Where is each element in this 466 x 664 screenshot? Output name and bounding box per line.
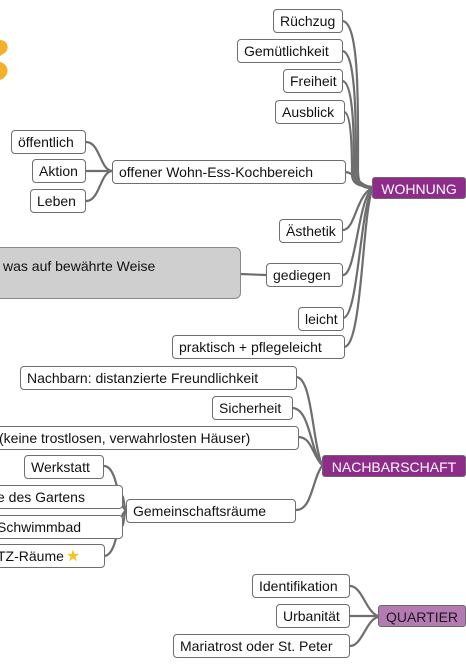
node-tz-raeume[interactable]: TZ-Räume★ (0, 544, 105, 568)
hub-nachbarschaft[interactable]: NACHBARSCHAFT (322, 455, 466, 477)
note-gediegen[interactable]: was auf bewährte Weise (0, 247, 241, 299)
node-identifikation[interactable]: Identifikation (252, 574, 350, 598)
node-werkstatt[interactable]: Werkstatt (24, 455, 104, 479)
node-rueckzug[interactable]: Rüchzug (273, 9, 343, 33)
node-gartens[interactable]: e des Gartens (0, 485, 123, 509)
node-aktion[interactable]: Aktion (32, 159, 86, 183)
node-tz-raeume-label: TZ-Räume (0, 548, 64, 564)
node-sicherheit[interactable]: Sicherheit (212, 396, 293, 420)
node-urbanitaet[interactable]: Urbanität (276, 604, 350, 628)
node-leicht[interactable]: leicht (298, 307, 344, 331)
hub-quartier[interactable]: QUARTIER (378, 605, 466, 627)
node-freiheit[interactable]: Freiheit (283, 69, 343, 93)
node-schwimmbad[interactable]: Schwimmbad (0, 515, 123, 539)
node-gemeinschaftsraeume[interactable]: Gemeinschaftsräume (126, 499, 296, 523)
node-nachbarn[interactable]: Nachbarn: distanzierte Freundlichkeit (20, 366, 297, 390)
star-icon: ★ (65, 548, 81, 565)
node-leben[interactable]: Leben (30, 189, 86, 213)
hub-wohnung[interactable]: WOHNUNG (372, 177, 466, 199)
node-praktisch[interactable]: praktisch + pflegeleicht (172, 335, 345, 359)
node-aesthetik[interactable]: Ästhetik (279, 219, 343, 243)
node-mariatrost[interactable]: Mariatrost oder St. Peter (173, 634, 350, 658)
node-oeffentlich[interactable]: öffentlich (11, 130, 86, 154)
node-gediegen[interactable]: gediegen (266, 263, 343, 287)
bulb-icon (0, 40, 8, 80)
node-haeuser[interactable]: (keine trostlosen, verwahrlosten Häuser) (0, 426, 299, 450)
node-ausblick[interactable]: Ausblick (275, 100, 345, 124)
node-gemuetlichkeit[interactable]: Gemütlichkeit (237, 39, 343, 63)
node-wohnbereich[interactable]: offener Wohn-Ess-Kochbereich (112, 160, 346, 184)
